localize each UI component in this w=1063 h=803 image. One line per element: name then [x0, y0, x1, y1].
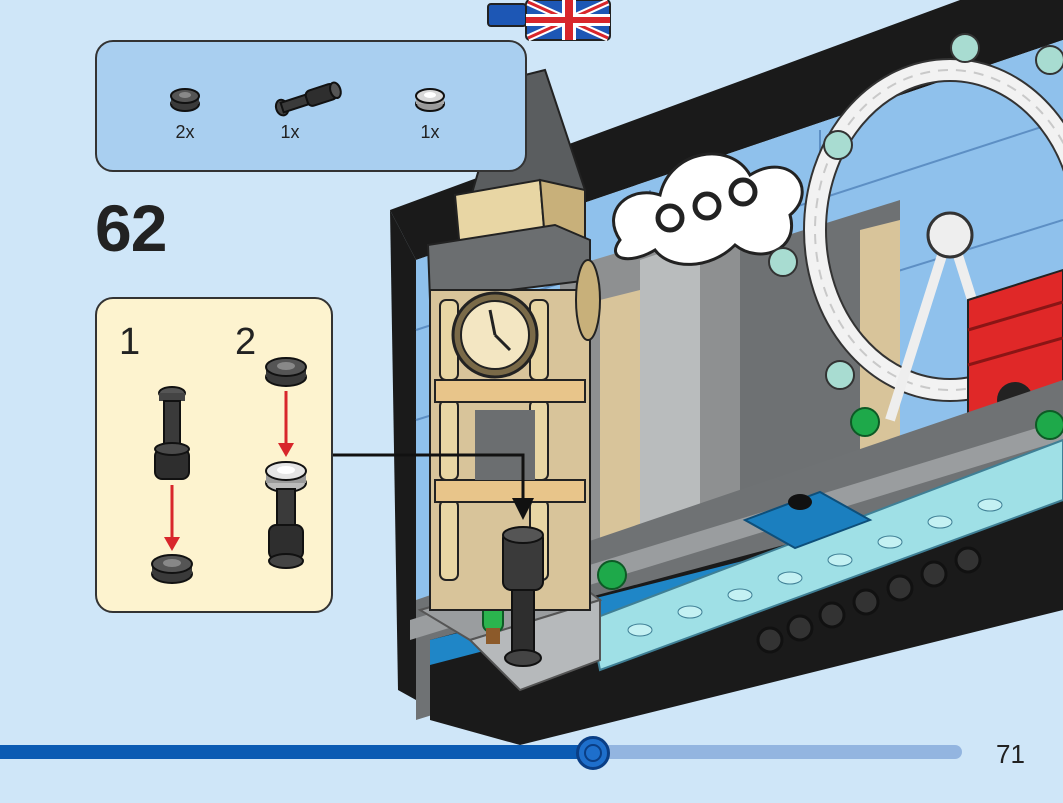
telescope-icon [274, 81, 342, 117]
assembly-illustration [333, 0, 1063, 745]
parts-list-panel: 2x 1x 1x [95, 40, 527, 172]
part-quantity: 1x [280, 122, 300, 142]
green-bush-icon [597, 407, 1063, 590]
big-ben-tower [426, 68, 601, 611]
progress-slider-handle[interactable] [576, 736, 610, 770]
part-item: 1x [260, 42, 350, 172]
substep-diagram [151, 357, 307, 584]
union-jack-flag-icon [487, 0, 611, 42]
substep-label: 2 [235, 321, 257, 363]
part-item: 1x [400, 42, 460, 172]
page-number: 71 [996, 739, 1025, 769]
substep-panel: 1 2 [95, 297, 333, 613]
round-plate-icon [170, 88, 200, 112]
round-plate-icon [265, 357, 307, 387]
callout-line [333, 453, 525, 512]
part-item: 2x [155, 42, 215, 172]
red-arrow-icon [164, 485, 180, 551]
progress-fill [0, 745, 593, 759]
part-quantity: 1x [420, 122, 440, 142]
telescope-piece-diagram [265, 461, 307, 569]
round-plate-silver-icon [415, 88, 445, 112]
round-plate-icon [151, 554, 193, 584]
slider-handle-ring-icon [584, 744, 602, 762]
cloud-element [612, 152, 804, 266]
placed-telescope-piece [502, 526, 544, 667]
substep-label: 1 [119, 321, 141, 363]
red-arrow-icon [278, 391, 294, 457]
step-number: 62 [95, 191, 167, 265]
part-quantity: 2x [175, 122, 195, 142]
telescope-piece-diagram [154, 386, 190, 480]
